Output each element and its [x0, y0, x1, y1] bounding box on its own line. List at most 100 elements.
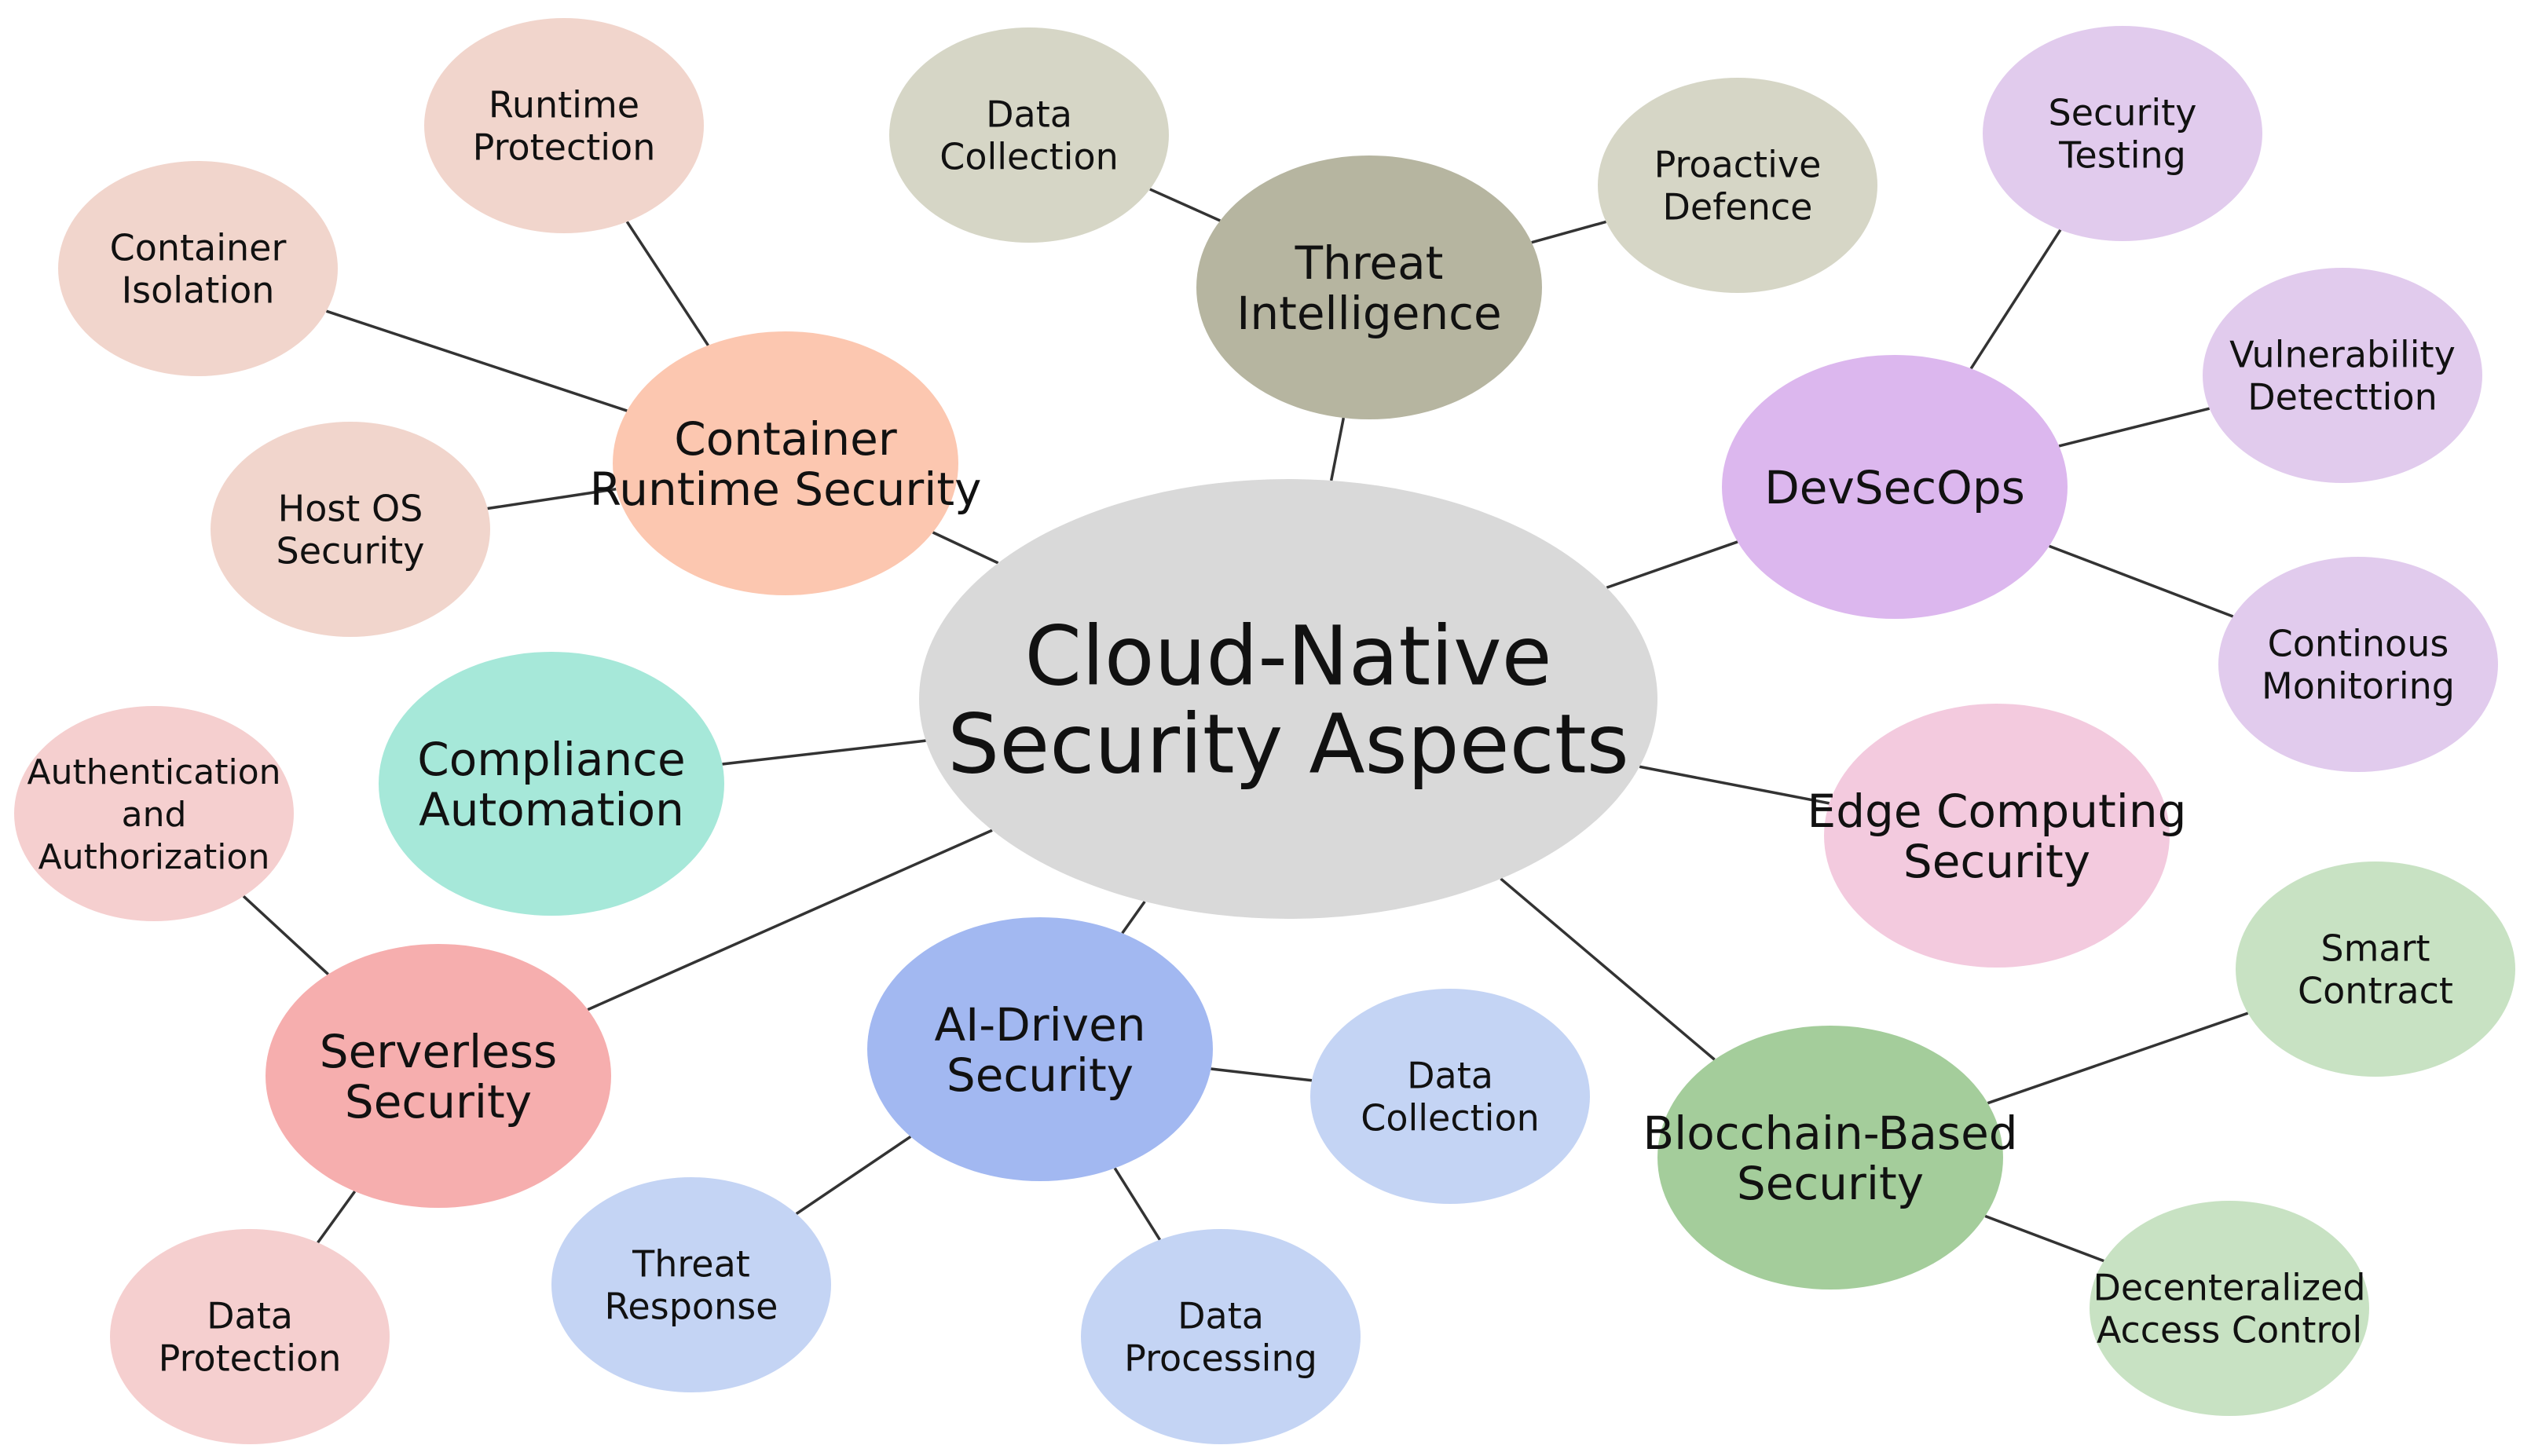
connector-center-to-devsecops [1606, 540, 1738, 589]
node-label-ti-data-collection-line-2: Collection [940, 136, 1119, 178]
node-label-proactive-defence-line-2: Defence [1663, 186, 1813, 229]
node-bubble-threat-intelligence [1196, 155, 1542, 419]
node-bubble-threat-response [551, 1177, 831, 1392]
connector-center-to-threat-intelligence [1329, 417, 1346, 481]
node-label-blockchain-based-security-line-1: Blocchain-Based [1643, 1107, 2017, 1160]
node-label-data-processing-line-2: Processing [1124, 1337, 1317, 1380]
node-bubble-authentication-authorization [14, 706, 294, 921]
node-label-host-os-security-line-2: Security [277, 530, 425, 573]
node-bubble-container-isolation [58, 161, 338, 376]
node-label-serverless-security-line-1: Serverless [320, 1025, 557, 1078]
connector-threat-intelligence-to-ti-data-collection [1149, 188, 1221, 222]
connector-blockchain-based-security-to-smart-contract [1987, 1012, 2249, 1105]
node-label-compliance-automation-line-1: Compliance [417, 733, 685, 786]
node-bubble-serverless-security [266, 944, 611, 1208]
node-bubble-ai-data-collection [1310, 989, 1590, 1204]
node-label-center-line-2: Security Aspects [947, 696, 1629, 792]
node-bubble-data-protection [110, 1229, 390, 1444]
node-bubble-data-processing [1081, 1229, 1361, 1444]
connector-ai-driven-security-to-threat-response [795, 1135, 912, 1216]
node-devsecops[interactable]: DevSecOps [1722, 355, 2068, 619]
node-bubble-host-os-security [211, 422, 490, 637]
node-bubble-vulnerability-detection [2203, 268, 2482, 483]
node-bubble-proactive-defence [1598, 78, 1877, 293]
connector-center-to-ai-driven-security [1121, 900, 1146, 935]
node-label-proactive-defence-line-1: Proactive [1654, 144, 1822, 186]
node-bubble-container-runtime-security [613, 331, 958, 595]
node-label-data-processing-line-1: Data [1178, 1295, 1264, 1337]
node-label-devsecops-line-1: DevSecOps [1764, 461, 2025, 514]
node-bubble-devsecops [1722, 355, 2068, 619]
node-label-continous-monitoring-line-1: Continous [2268, 623, 2449, 665]
node-label-decentralized-access-control-line-2: Access Control [2097, 1309, 2362, 1352]
node-label-ai-data-collection-line-1: Data [1407, 1055, 1493, 1097]
node-label-ai-driven-security-line-2: Security [947, 1048, 1134, 1102]
node-label-continous-monitoring-line-2: Monitoring [2262, 665, 2455, 708]
node-label-smart-contract-line-1: Smart [2320, 927, 2430, 970]
node-label-vulnerability-detection-line-2: Detecttion [2247, 376, 2438, 419]
node-label-security-testing-line-1: Security [2049, 92, 2197, 134]
node-label-edge-computing-security-line-2: Security [1903, 835, 2090, 888]
node-label-compliance-automation-line-2: Automation [419, 783, 684, 836]
node-label-blockchain-based-security-line-2: Security [1737, 1157, 1924, 1210]
connector-lines [242, 188, 2249, 1263]
connector-container-runtime-security-to-host-os-security [487, 487, 617, 510]
node-label-serverless-security-line-2: Security [345, 1075, 532, 1129]
connector-ai-driven-security-to-ai-data-collection [1211, 1067, 1313, 1082]
node-label-ai-data-collection-line-2: Collection [1361, 1097, 1540, 1140]
node-label-threat-response-line-1: Threat [632, 1243, 750, 1286]
node-label-threat-intelligence-line-1: Threat [1295, 236, 1444, 290]
node-label-authentication-authorization-line-1: Authentication [27, 752, 281, 792]
connector-blockchain-based-security-to-decentralized-access-control [1984, 1214, 2104, 1263]
node-label-threat-response-line-2: Response [605, 1286, 778, 1328]
node-bubble-smart-contract [2236, 862, 2515, 1077]
node-label-smart-contract-line-2: Contract [2298, 970, 2453, 1012]
node-label-threat-intelligence-line-2: Intelligence [1236, 287, 1501, 340]
node-label-data-protection-line-1: Data [207, 1295, 293, 1337]
connector-center-to-serverless-security [587, 829, 993, 1012]
node-label-host-os-security-line-1: Host OS [278, 488, 423, 530]
node-label-center-line-1: Cloud-Native [1024, 608, 1551, 704]
node-bubble-ti-data-collection [889, 27, 1169, 243]
node-label-data-protection-line-2: Protection [159, 1337, 342, 1380]
connector-devsecops-to-vulnerability-detection [2058, 407, 2211, 448]
node-label-runtime-protection-line-1: Runtime [489, 84, 639, 126]
node-label-runtime-protection-line-2: Protection [473, 126, 656, 169]
node-bubble-security-testing [1983, 26, 2262, 241]
node-label-ai-driven-security-line-1: AI-Driven [934, 998, 1145, 1052]
node-label-security-testing-line-2: Testing [2058, 134, 2186, 177]
connector-serverless-security-to-authentication-authorization [242, 894, 329, 975]
connector-threat-intelligence-to-proactive-defence [1531, 220, 1606, 244]
node-bubble-blockchain-based-security [1657, 1026, 2003, 1290]
node-label-authentication-authorization-line-3: Authorization [38, 837, 270, 877]
connector-devsecops-to-continous-monitoring [2049, 544, 2234, 618]
connector-center-to-compliance-automation [722, 739, 926, 766]
node-label-container-isolation-line-2: Isolation [122, 269, 275, 312]
node-bubble-runtime-protection [424, 18, 704, 233]
node-label-container-runtime-security-line-1: Container [674, 412, 897, 466]
